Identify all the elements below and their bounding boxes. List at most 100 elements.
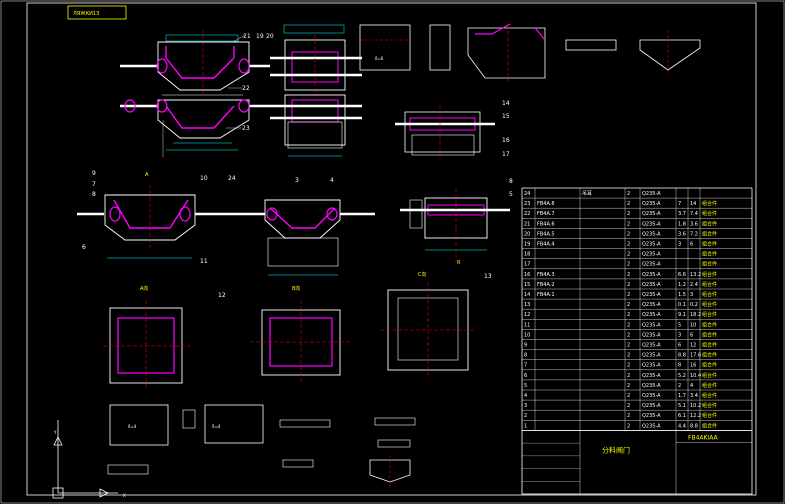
table-cell: Q235-A [642,393,661,399]
table-cell: 2 [627,252,630,258]
table-cell: Q235-A [642,353,661,359]
table-cell: 2 [627,221,630,227]
callout: 7 [92,181,96,188]
table-cell: Q235-A [642,363,661,369]
view-B-direction: B向 [250,285,350,385]
svg-text:δ=4: δ=4 [212,424,221,429]
table-cell: 3 [678,242,681,248]
table-cell: Q235-A [642,191,661,197]
table-cell: FB4A.4 [537,242,555,248]
table-cell: 组合件 [702,392,717,399]
table-cell: 4 [524,393,527,399]
table-cell: 2 [627,211,630,217]
table-cell: 组合件 [702,311,717,318]
table-cell: 2 [627,363,630,369]
table-cell: 组合件 [702,261,717,268]
view-front-section: 21 19 20 22 23 [120,30,274,157]
table-cell: 12 [690,343,696,349]
drawing-number: FB4AKIAA [688,434,718,441]
table-cell: 10 [524,332,530,338]
table-cell: 2 [627,312,630,318]
table-cell: Q235-A [642,302,661,308]
svg-text:δ=6: δ=6 [375,56,384,61]
table-cell: 2 [678,383,681,389]
table-cell: 9.1 [678,312,686,318]
table-cell: 6.6 [678,272,686,278]
view-side-right: R 8 5 [400,178,513,266]
table-cell: 8.8 [678,353,686,359]
table-cell: 16 [690,363,696,369]
table-cell: 3 [524,403,527,409]
table-cell: 17.6 [690,353,701,359]
table-cell: 4.4 [678,423,686,429]
table-cell: Q235-A [642,343,661,349]
table-cell: 组合件 [702,210,717,217]
callout: 24 [228,175,236,182]
view-label-A1: A向 [140,285,148,292]
table-cell: 2 [627,302,630,308]
table-cell: 3 [690,292,693,298]
callout: 9 [92,170,96,177]
table-cell: 3.6 [690,221,698,227]
table-cell: 1.8 [678,221,686,227]
table-cell: 2 [627,413,630,419]
table-cell: FB4A.7 [537,211,555,217]
table-cell: 2 [524,413,527,419]
table-cell: 14 [690,201,696,207]
table-cell: 2 [627,282,630,288]
table-cell: 2 [627,373,630,379]
table-cell: 组合件 [702,382,717,389]
table-cell: Q235-A [642,221,661,227]
table-cell: Q235-A [642,373,661,379]
table-cell: 23 [524,201,530,207]
table-cell: 4 [690,383,693,389]
table-cell: 0.1 [678,302,686,308]
view-mid-detail: 14 15 16 17 [395,100,510,160]
table-cell: 18 [524,252,530,258]
table-cell: 组合件 [702,271,717,278]
table-cell: 2 [627,201,630,207]
callout: 13 [484,273,492,280]
table-cell: FB4A.3 [537,272,555,278]
table-cell: 6 [690,242,693,248]
table-cell: 2 [627,262,630,268]
table-cell: 1.5 [678,292,686,298]
table-cell: 5 [678,322,681,328]
table-cell: 24 [524,191,530,197]
table-cell: 组合件 [702,200,717,207]
callout: 10 [200,175,208,182]
table-cell: Q235-A [642,332,661,338]
table-cell: 3.4 [690,393,698,399]
table-cell: 8 [678,363,681,369]
table-cell: 组合件 [702,291,717,298]
callout: 19 [256,33,264,40]
drawing-name: 分料阀门 [602,445,630,454]
table-cell: 0.2 [690,302,698,308]
callout: 5 [509,191,513,198]
view-middle-section: 3 4 [240,177,375,276]
drawing-code: ЛЯЖКИ1З [73,11,99,17]
callout: 8 [509,178,513,185]
table-cell: 2 [627,231,630,237]
callout: 21 [243,33,251,40]
table-cell: 15 [524,282,530,288]
table-cell: 1.2 [678,282,686,288]
table-cell: 20 [524,231,530,237]
table-cell: 组合件 [702,412,717,419]
callout: 20 [266,33,274,40]
table-cell: 3.6 [678,231,686,237]
view-label-C: C向 [418,271,427,278]
table-cell: 10.2 [690,403,701,409]
svg-text:Y: Y [53,430,57,435]
table-cell: 组合件 [702,230,717,237]
view-A-direction: A向 12 [103,285,226,390]
table-cell: 8.8 [690,423,698,429]
table-cell: 2 [627,383,630,389]
table-cell: FB4A.8 [537,201,555,207]
table-cell: Q235-A [642,383,661,389]
table-cell: 7 [524,363,527,369]
table-cell: 2 [627,322,630,328]
table-cell: FB4A.5 [537,231,555,237]
